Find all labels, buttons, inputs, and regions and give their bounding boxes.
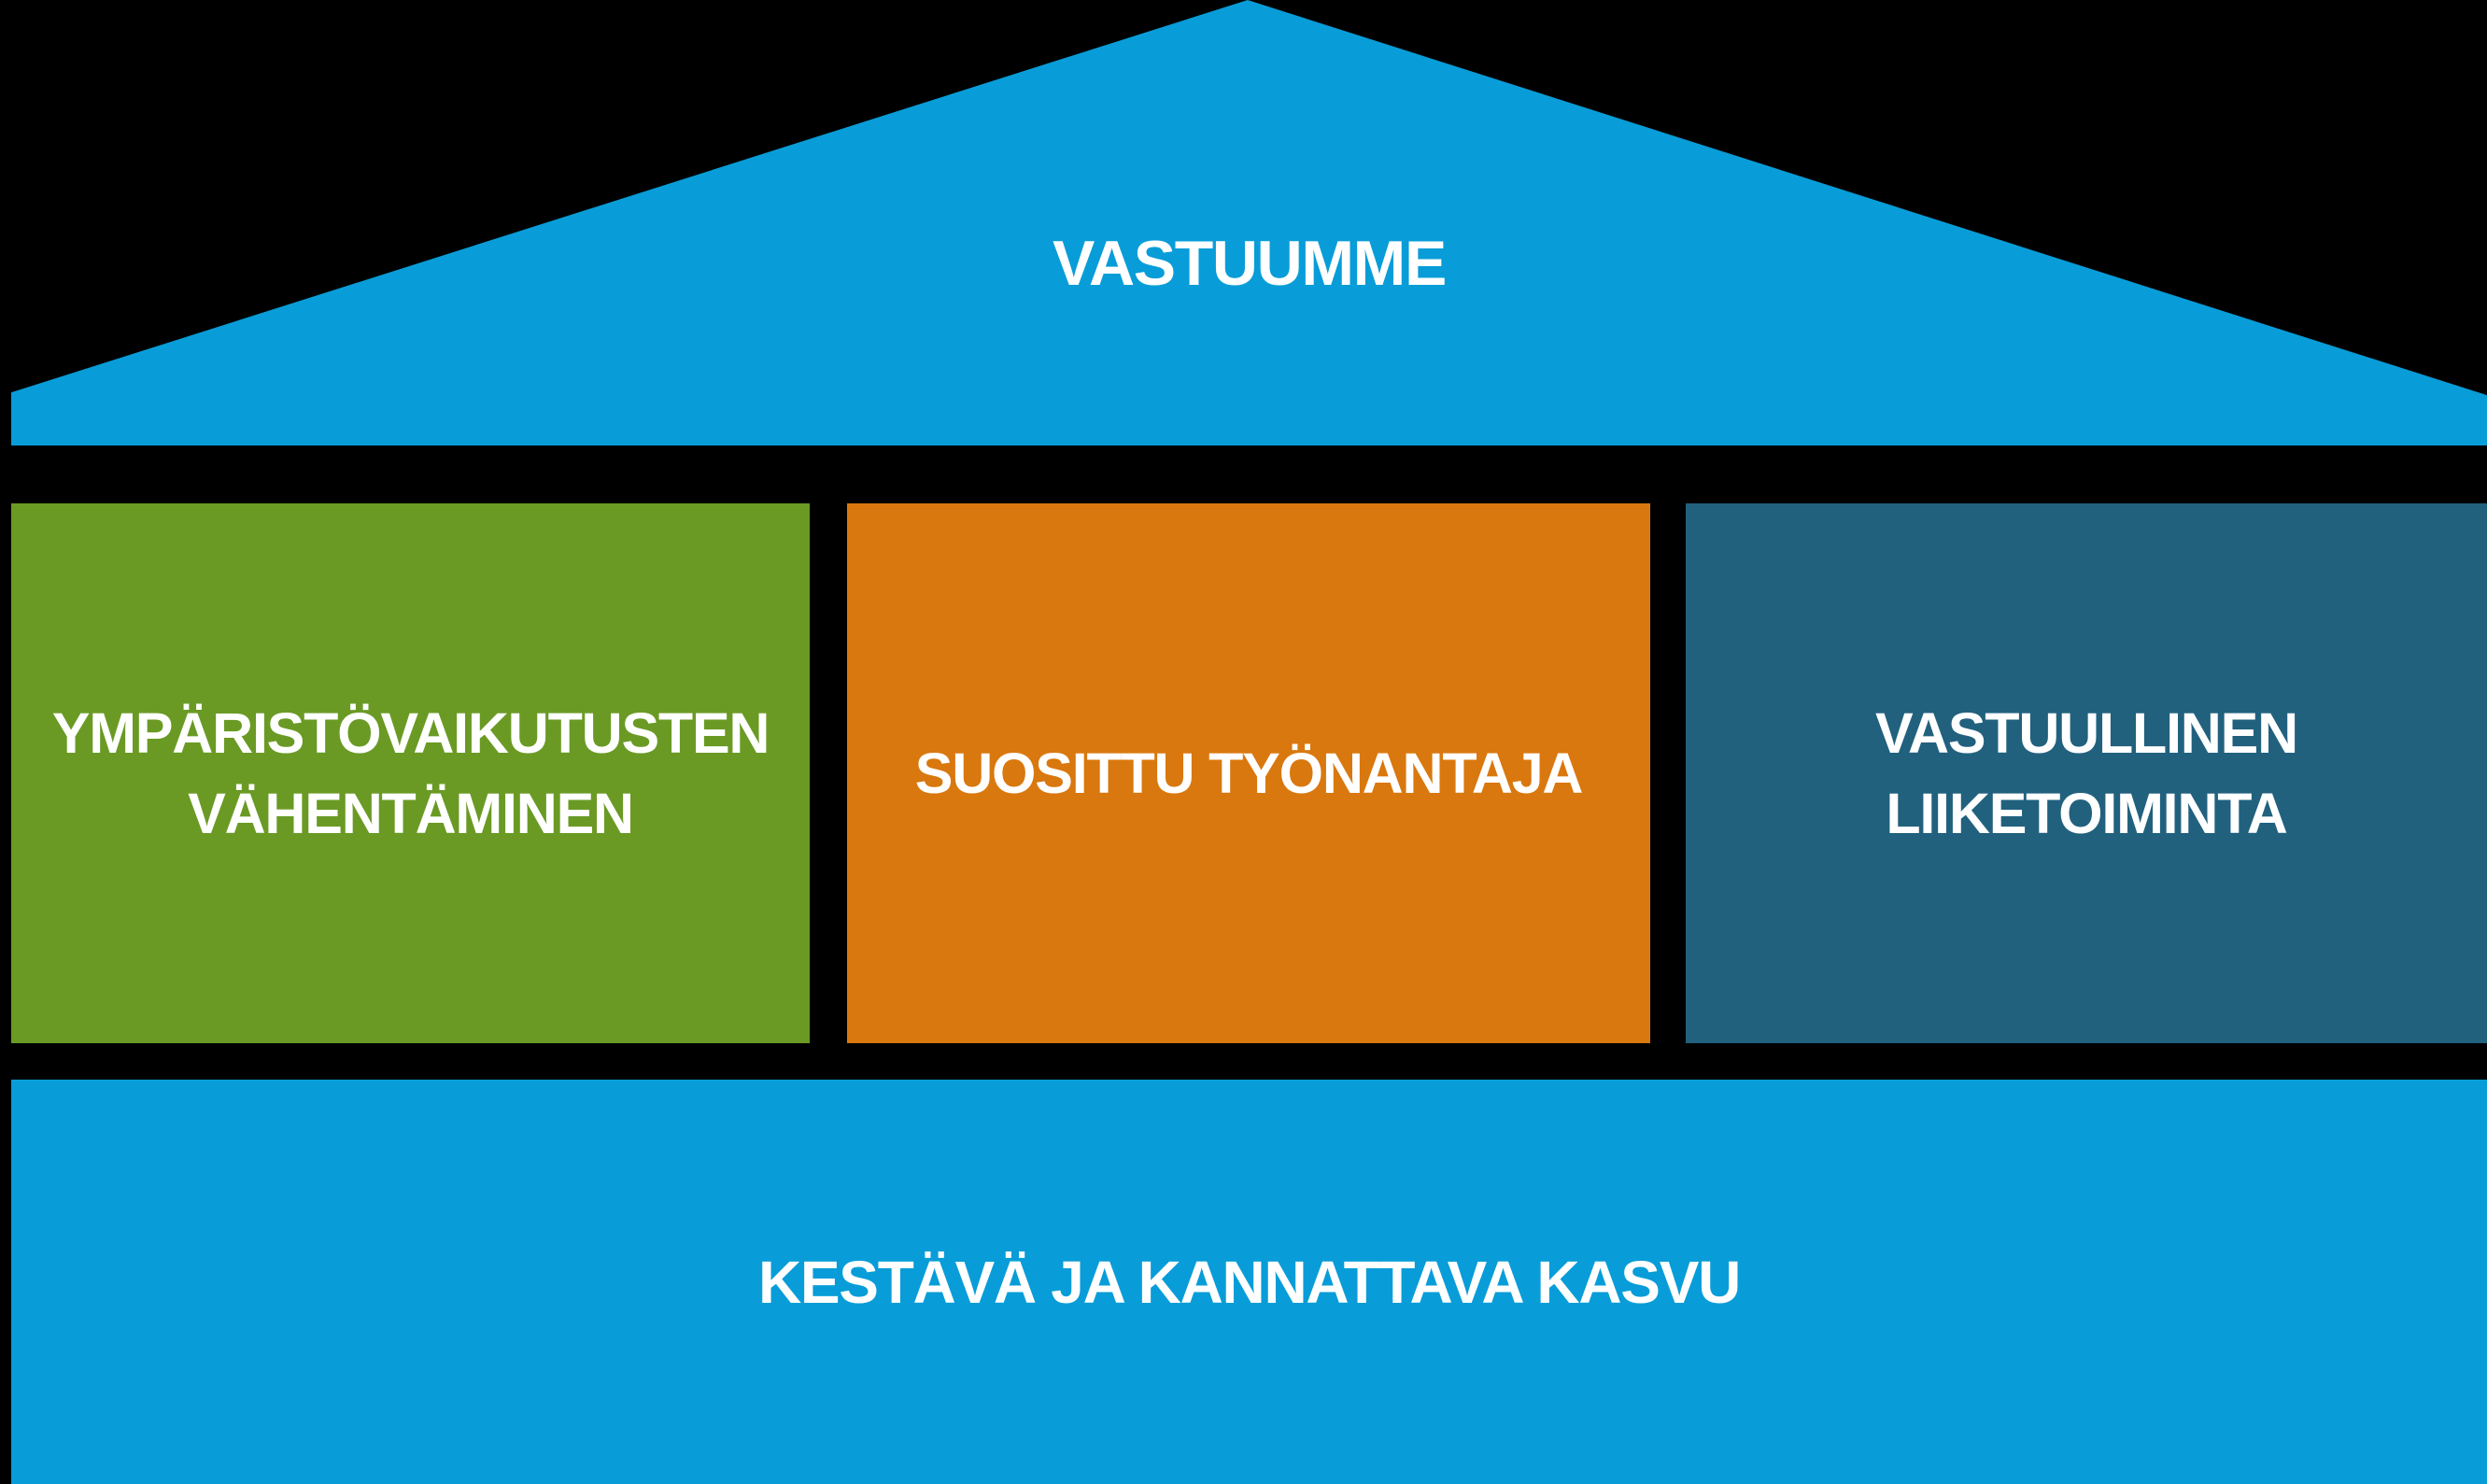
roof-triangle-shape: VASTUUMME <box>11 0 2487 445</box>
base-label: KESTÄVÄ JA KANNATTAVA KASVU <box>757 1248 1741 1316</box>
roof-label: VASTUUMME <box>1053 228 1447 299</box>
pillar-label-line: LIIKETOIMINTA <box>1886 782 2287 845</box>
pillar-popular-employer: SUOSITTU TYÖNANTAJA <box>847 503 1650 1043</box>
pillar-responsible-business: VASTUULLINEN LIIKETOIMINTA <box>1686 503 2487 1043</box>
pillar-label-line: VASTUULLINEN <box>1875 701 2298 765</box>
pillar-label-line: SUOSITTU TYÖNANTAJA <box>914 742 1584 805</box>
pillar-environmental-impact-label: YMPÄRISTÖVAIKUTUSTEN VÄHENTÄMINEN <box>52 693 770 854</box>
pillar-popular-employer-label: SUOSITTU TYÖNANTAJA <box>914 733 1584 813</box>
pillar-label-line: YMPÄRISTÖVAIKUTUSTEN <box>51 701 770 765</box>
base-bar: KESTÄVÄ JA KANNATTAVA KASVU <box>11 1080 2487 1484</box>
pillar-environmental-impact: YMPÄRISTÖVAIKUTUSTEN VÄHENTÄMINEN <box>11 503 810 1043</box>
pillar-responsible-business-label: VASTUULLINEN LIIKETOIMINTA <box>1875 693 2298 854</box>
pillar-label-line: VÄHENTÄMINEN <box>188 782 634 845</box>
